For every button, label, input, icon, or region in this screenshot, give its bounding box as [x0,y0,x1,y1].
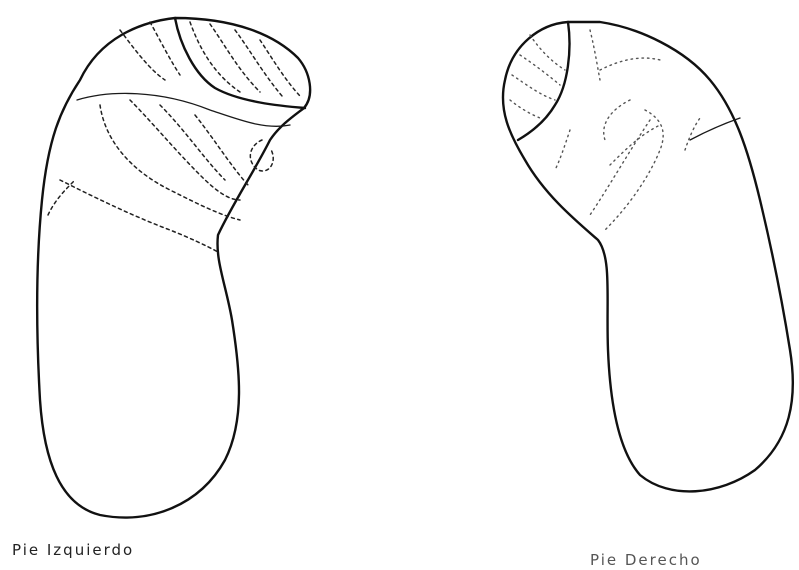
left-foot-side-dash [48,180,75,215]
left-foot-toe-ellipse [175,18,305,108]
left-foot-outline [37,18,310,518]
right-foot-ball-line [690,118,740,140]
left-foot-ball-line [77,93,290,126]
left-foot-arch-dash-4 [195,115,248,185]
left-foot-toe-dash-2 [210,24,260,92]
left-foot-toe-dash-6 [120,30,165,80]
right-foot-side-dot [685,118,700,150]
left-foot-drawing [37,18,310,518]
right-foot-arch-dot-2 [605,110,663,230]
left-foot-label: Pie Izquierdo [12,541,134,559]
right-foot-upper-dot-1 [590,30,600,80]
right-foot-toe-dot-3 [530,35,565,70]
right-foot-outline [503,22,793,491]
right-foot-upper-dot-2 [600,58,660,70]
right-foot-drawing [503,22,793,491]
right-foot-arch-dot-1 [590,120,650,215]
left-foot-toe-dash-5 [150,22,180,75]
right-foot-arch-dot-4 [555,130,570,170]
right-foot-arch-dot-5 [610,125,660,165]
left-foot-toe-dash-4 [260,40,300,96]
right-foot-toe-dot-4 [510,100,540,118]
right-foot-toe-dot-2 [512,75,555,100]
left-foot-heel-dash [60,180,218,252]
right-foot-label: Pie Derecho [590,551,702,569]
right-foot-arch-dot-3 [604,100,630,140]
left-foot-arch-dash-1 [100,105,240,220]
right-foot-toe-dot-1 [520,55,560,85]
